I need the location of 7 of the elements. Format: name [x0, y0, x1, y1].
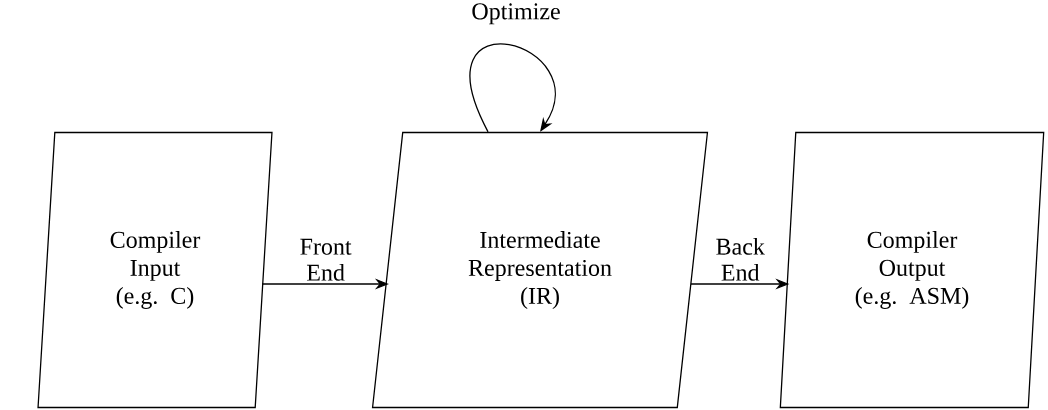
loop-arrow [469, 43, 556, 133]
parallelogram-box: Intermediate Representation (IR) [371, 131, 709, 409]
parallelogram-box: Compiler Output (e.g. ASM) [779, 131, 1045, 409]
parallelogram-box: Compiler Input (e.g. C) [37, 131, 273, 409]
edge-label: Front End [300, 238, 352, 281]
edge-label: Back End [716, 237, 765, 281]
edge-label: Optimize [472, 3, 560, 25]
